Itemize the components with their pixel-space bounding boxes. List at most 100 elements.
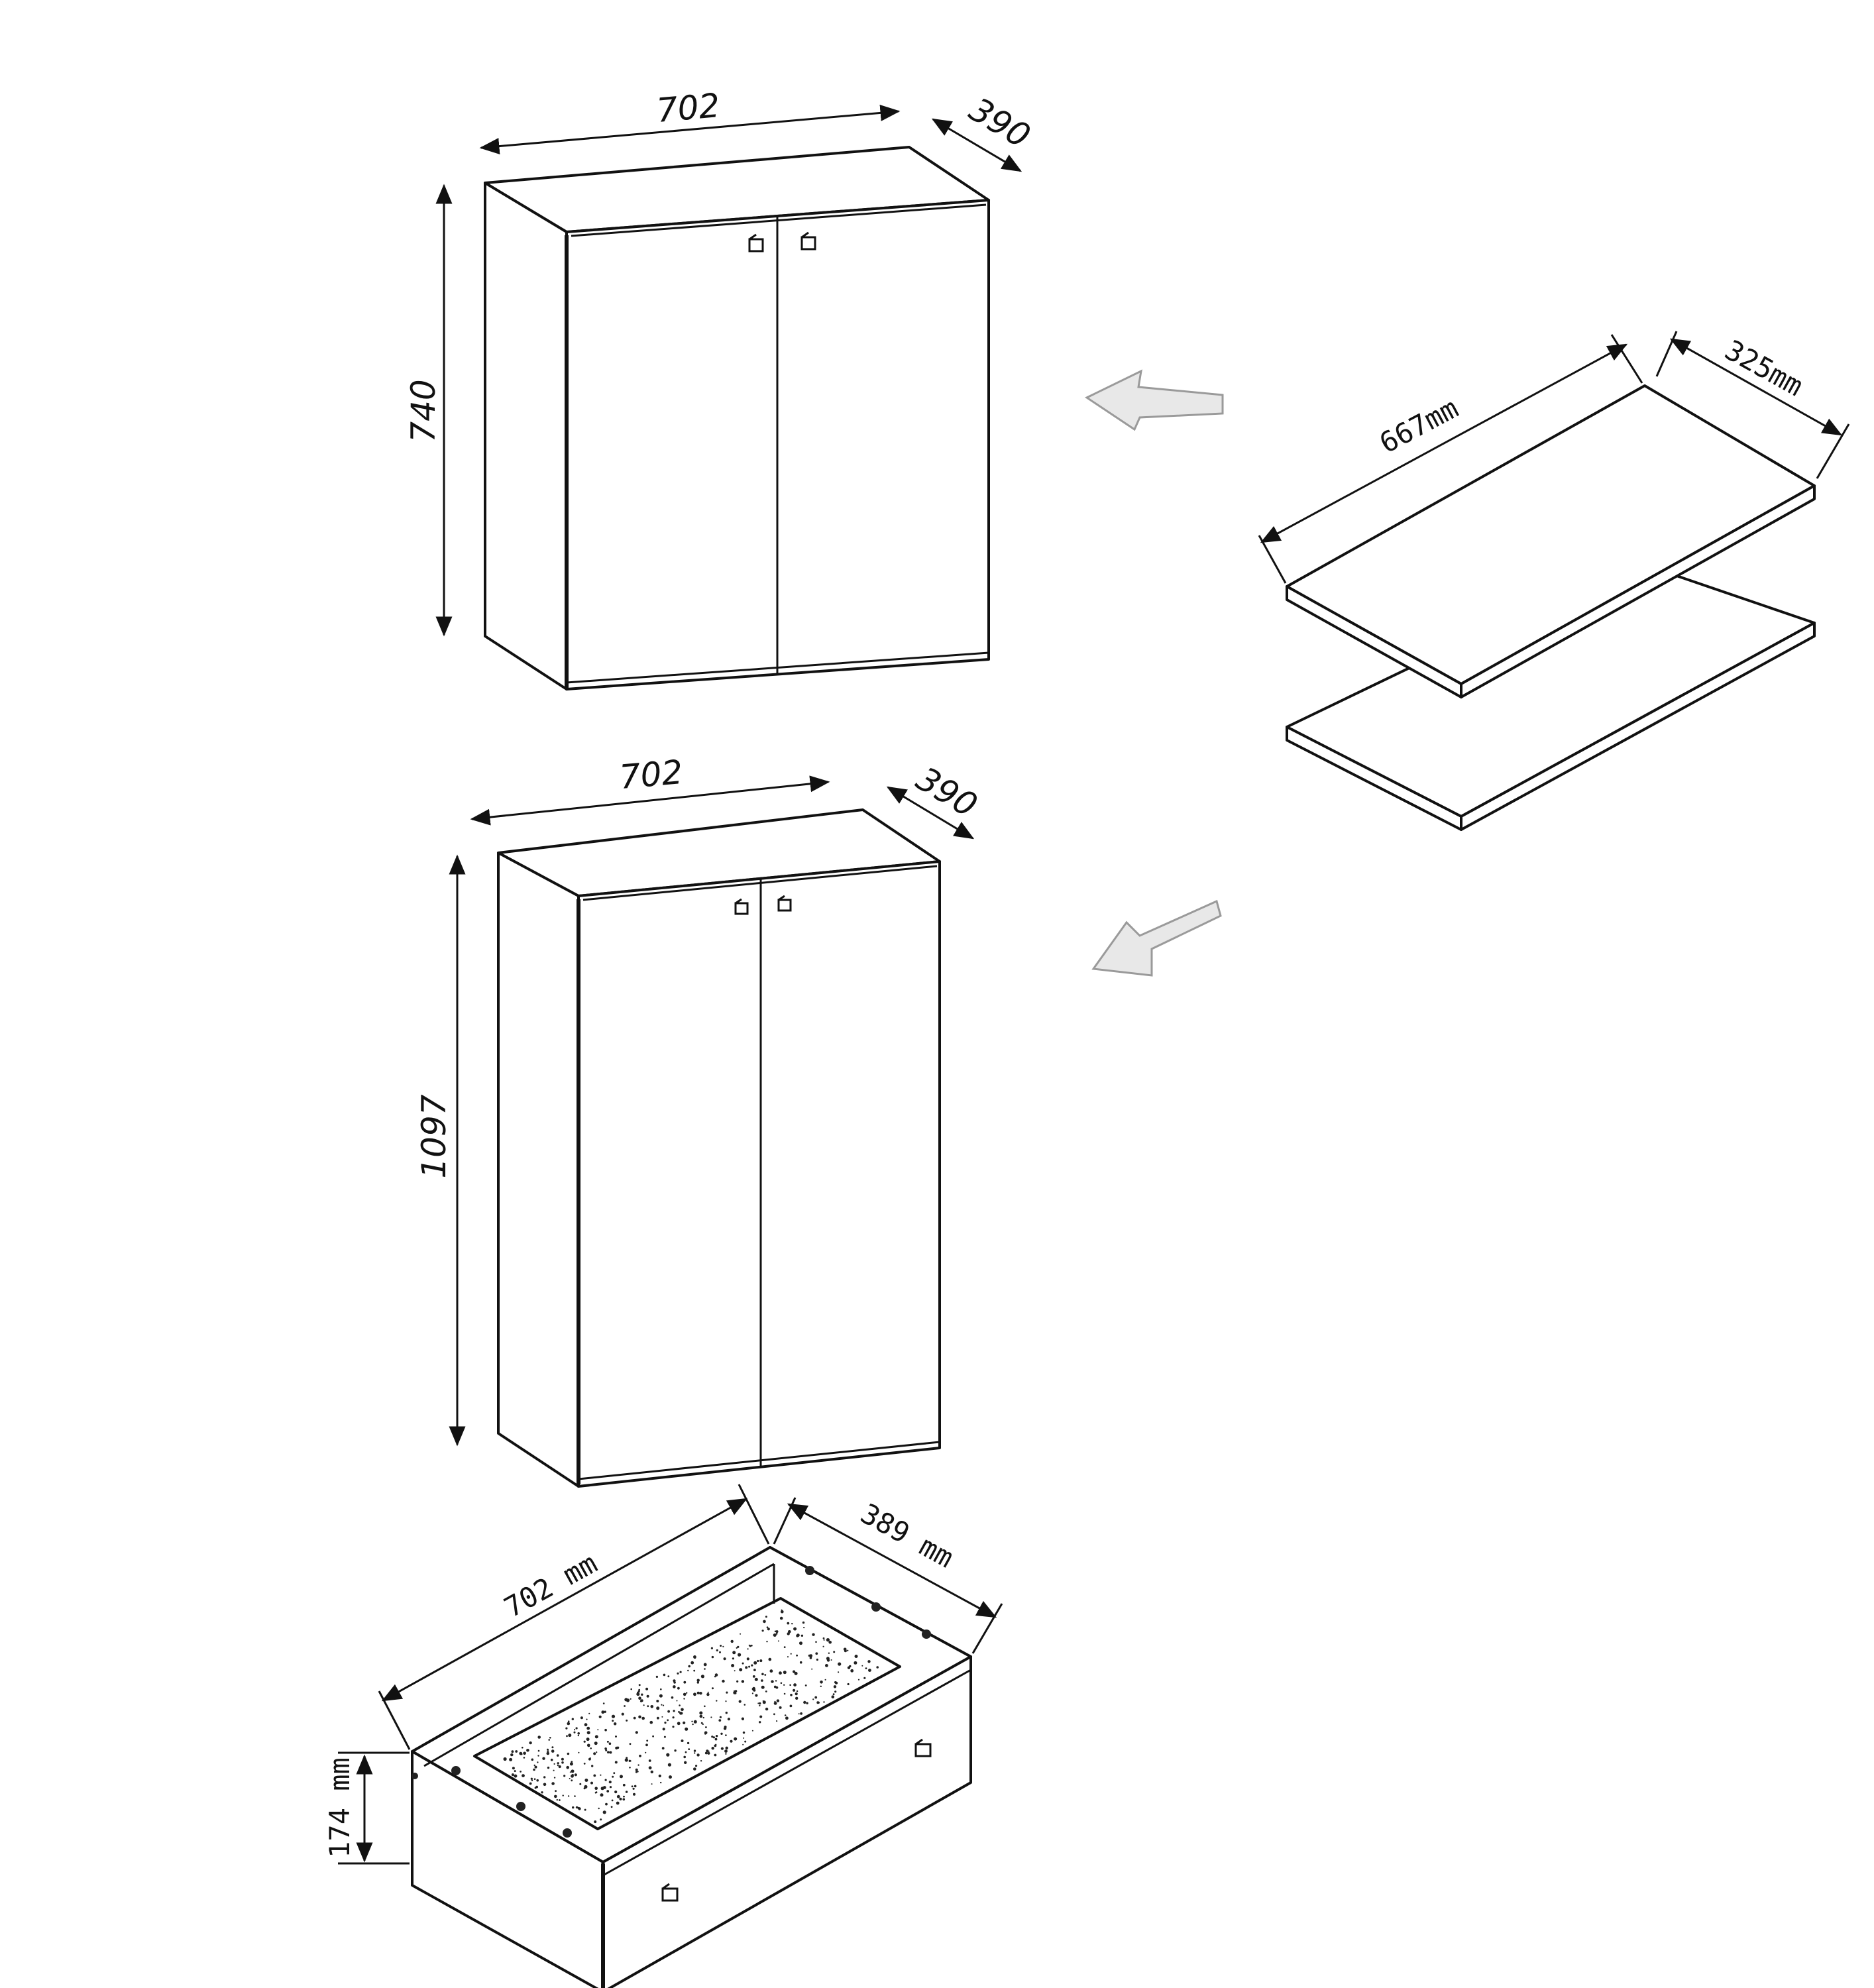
drawer-speckle [579,1783,582,1785]
drawer-speckle [551,1782,555,1785]
drawer-speckle [529,1741,532,1745]
drawer-speckle [672,1716,675,1719]
cabinet-small-top-edge [571,203,987,237]
drawer-speckle [775,1630,779,1633]
drawer-speckle [803,1700,806,1704]
drawer-speckle [567,1752,570,1755]
drawer-speckle [604,1728,607,1732]
drawer-speckle [775,1633,778,1635]
drawer-speckle [832,1693,835,1696]
drawer-speckle [804,1684,807,1686]
drawer-speckle [737,1645,740,1648]
drawer-speckle [679,1671,682,1673]
drawer-speckle [765,1707,769,1711]
drawer-speckle [558,1765,561,1769]
drawer-speckle [623,1795,625,1798]
cabinet-tall-handle-right-icon [777,895,792,912]
drawer-speckle [793,1688,796,1692]
drawer-speckle [610,1806,613,1808]
drawer-speckle [699,1714,703,1718]
drawer-speckle [542,1757,545,1760]
drawer-speckle [571,1774,574,1778]
drawer-speckle [537,1736,541,1739]
cabinet-small-width-label: 702 [655,86,721,130]
drawer-speckle [583,1763,586,1765]
drawer-speckle [650,1770,653,1774]
drawer-speckle [687,1669,689,1672]
drawer-speckle [615,1736,617,1738]
shelf-length-label: 667mm [1374,392,1464,460]
drawer-speckle [706,1749,709,1753]
drawer-speckle [688,1665,690,1668]
cabinet-tall-handle-left-icon [734,898,749,915]
drawer-speckle [647,1705,649,1708]
drawer-speckle [565,1727,568,1730]
drawer-speckle [649,1720,653,1724]
drawer-speckle [657,1716,659,1720]
drawer-speckle [611,1799,614,1802]
drawer-speckle [746,1657,749,1661]
drawer-speckle [723,1727,727,1730]
drawer-speckle [658,1774,661,1778]
drawer-speckle [863,1677,866,1679]
drawer-speckle [543,1783,547,1787]
drawer-speckle [725,1700,727,1702]
drawer-speckle [575,1727,578,1730]
drawer-speckle [794,1671,798,1675]
drawer-side-panel [411,1750,604,1988]
drawer-speckle [650,1705,654,1708]
drawer-speckle [796,1634,799,1637]
drawer-speckle [651,1783,653,1785]
drawer-speckle [724,1749,728,1753]
drawer-speckle [733,1691,737,1694]
drawer-speckle [578,1751,580,1753]
cabinet-small-width-dimension [479,104,901,155]
drawer-speckle [624,1705,626,1707]
drawer-speckle [566,1765,569,1769]
drawer-speckle [594,1787,598,1790]
drawer-speckle [769,1669,773,1673]
drawer-speckle [759,1715,763,1718]
drawer-speckle [693,1669,696,1672]
drawer-speckle [806,1702,808,1704]
drawer-speckle [586,1731,590,1735]
drawer-speckle [611,1714,616,1718]
drawer-speckle [635,1771,637,1773]
drawer-speckle [679,1704,681,1706]
drawer-speckle [828,1652,830,1654]
drawer-speckle [575,1806,579,1809]
drawer-speckle [738,1653,742,1657]
cabinet-small-handle-left-icon [748,233,764,252]
drawer-speckle [609,1751,612,1754]
drawer-speckle [604,1710,606,1713]
drawer-speckle [779,1616,783,1620]
drawer-speckle [775,1686,779,1689]
drawer-speckle [522,1746,524,1749]
drawer-speckle [574,1729,576,1731]
drawer-speckle [605,1749,608,1751]
drawer-speckle [824,1679,826,1681]
drawer-speckle [635,1768,638,1771]
drawer-speckle [768,1657,772,1661]
drawer-speckle [601,1710,605,1714]
shelf-length-ext-left [1258,535,1287,584]
drawer-speckle [684,1761,687,1764]
drawer-speckle [630,1698,632,1700]
drawer-speckle [567,1795,570,1797]
drawer-speckle [616,1795,620,1798]
drawer-speckle [723,1657,726,1661]
drawer-speckle [715,1743,717,1745]
shelf-depth-ext-right [1816,423,1850,479]
drawer-speckle [712,1736,715,1739]
drawer-bottom-texture [503,1609,879,1824]
drawer-speckle [594,1820,597,1824]
drawer-speckle [547,1750,549,1752]
drawer-speckle [693,1767,696,1771]
drawer-speckle [719,1651,721,1653]
drawer-speckle [648,1766,652,1770]
drawer-speckle [583,1740,586,1743]
shelf-length-ext-right [1610,334,1643,384]
drawer-speckle [695,1765,698,1767]
drawer-speckle [822,1637,825,1639]
drawer-speckle [584,1808,586,1811]
